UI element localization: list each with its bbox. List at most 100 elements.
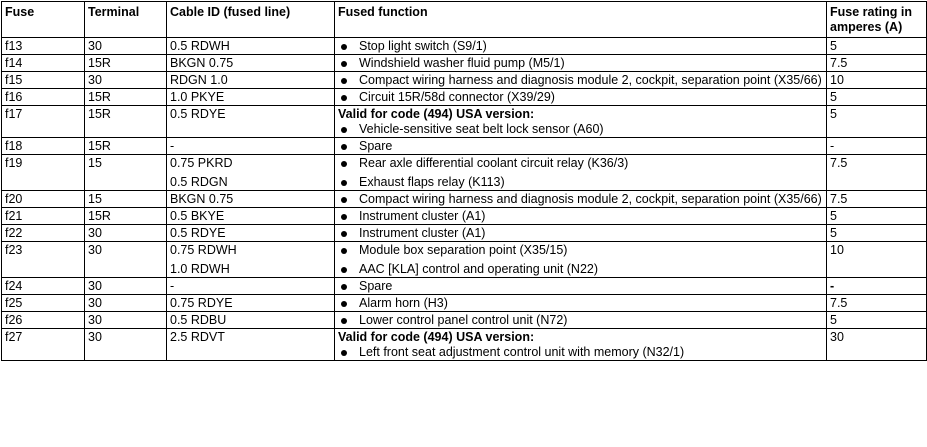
function-item: Rear axle differential coolant circuit r… [338, 156, 823, 171]
bullet-icon [341, 161, 347, 167]
fused-function-cell: Circuit 15R/58d connector (X39/29) [334, 88, 827, 106]
bullet-icon [341, 44, 347, 50]
cable-id-cell: - [166, 277, 335, 295]
terminal-cell: 30 [84, 311, 167, 329]
function-text: Circuit 15R/58d connector (X39/29) [359, 90, 555, 104]
cable-id: BKGN 0.75 [170, 192, 234, 206]
header-row: Fuse Terminal Cable ID (fused line) Fuse… [1, 1, 927, 38]
function-text: Exhaust flaps relay (K113) [359, 175, 505, 189]
cable-id-cell: - [166, 137, 335, 155]
bullet-icon [341, 350, 347, 356]
cable-id: RDGN 1.0 [170, 73, 228, 87]
cable-id: 0.5 RDBU [170, 313, 227, 327]
function-text: Left front seat adjustment control unit … [359, 345, 685, 359]
fused-function-cell: Valid for code (494) USA version:Vehicle… [334, 105, 827, 138]
bullet-icon [341, 127, 347, 133]
function-item: Left front seat adjustment control unit … [338, 345, 823, 360]
cable-id: 0.5 RDGN [170, 175, 228, 189]
terminal-cell: 15 [84, 154, 167, 191]
fuse-rating-cell: 5 [826, 207, 927, 225]
validity-note: Valid for code (494) USA version: [338, 330, 535, 344]
cable-id-cell: 0.5 RDYE [166, 224, 335, 242]
function-text: Lower control panel control unit (N72) [359, 313, 568, 327]
cable-id: 1.0 RDWH [170, 262, 230, 276]
bullet-icon [341, 318, 347, 324]
function-text: Compact wiring harness and diagnosis mod… [359, 73, 822, 87]
header-cable-id: Cable ID (fused line) [166, 1, 335, 38]
fuse-rating-cell: 7.5 [826, 154, 927, 191]
function-item: Exhaust flaps relay (K113) [338, 175, 823, 190]
bullet-icon [341, 197, 347, 203]
fuse-rating-cell: 5 [826, 88, 927, 106]
fuse-cell: f16 [1, 88, 85, 106]
cable-id: 0.5 RDYE [170, 107, 226, 121]
cable-id-cell: 0.5 RDBU [166, 311, 335, 329]
fused-function-cell: Valid for code (494) USA version:Left fr… [334, 328, 827, 361]
header-fuse-rating: Fuse rating in amperes (A) [826, 1, 927, 38]
cable-id: BKGN 0.75 [170, 56, 234, 70]
terminal-cell: 30 [84, 294, 167, 312]
function-item: Stop light switch (S9/1) [338, 39, 823, 54]
fused-function-cell: Instrument cluster (A1) [334, 207, 827, 225]
bullet-icon [341, 267, 347, 273]
bullet-icon [341, 301, 347, 307]
function-item: Windshield washer fluid pump (M5/1) [338, 56, 823, 71]
fuse-rating-cell: 5 [826, 311, 927, 329]
fused-function-cell: Compact wiring harness and diagnosis mod… [334, 190, 827, 208]
function-item: AAC [KLA] control and operating unit (N2… [338, 262, 823, 277]
fuse-cell: f20 [1, 190, 85, 208]
fuse-cell: f23 [1, 241, 85, 278]
fused-function-cell: Spare [334, 277, 827, 295]
function-item: Instrument cluster (A1) [338, 226, 823, 241]
cable-id: 0.75 RDWH [170, 243, 237, 257]
cable-id-cell: 0.5 RDYE [166, 105, 335, 138]
cable-id-cell: 0.75 RDYE [166, 294, 335, 312]
function-text: Windshield washer fluid pump (M5/1) [359, 56, 565, 70]
bullet-icon [341, 231, 347, 237]
bullet-icon [341, 180, 347, 186]
function-item: Alarm horn (H3) [338, 296, 823, 311]
cable-id: 0.5 RDYE [170, 226, 226, 240]
fuse-rating-cell: 7.5 [826, 294, 927, 312]
cable-id: 2.5 RDVT [170, 330, 225, 344]
function-item: Vehicle-sensitive seat belt lock sensor … [338, 122, 823, 137]
fuse-rating-cell: 10 [826, 71, 927, 89]
function-text: AAC [KLA] control and operating unit (N2… [359, 262, 599, 276]
function-item: Spare [338, 279, 823, 294]
cable-id: 0.5 RDWH [170, 39, 230, 53]
terminal-cell: 15R [84, 54, 167, 72]
function-item: Lower control panel control unit (N72) [338, 313, 823, 328]
fuse-cell: f18 [1, 137, 85, 155]
function-item: Module box separation point (X35/15) [338, 243, 823, 258]
terminal-cell: 30 [84, 241, 167, 278]
header-fused-function: Fused function [334, 1, 827, 38]
fuse-cell: f17 [1, 105, 85, 138]
fuse-rating-cell: - [826, 277, 927, 295]
function-text: Instrument cluster (A1) [359, 209, 486, 223]
fuse-table: Fuse Terminal Cable ID (fused line) Fuse… [1, 1, 927, 361]
function-text: Spare [359, 139, 393, 153]
bullet-icon [341, 214, 347, 220]
fused-function-cell: Rear axle differential coolant circuit r… [334, 154, 827, 191]
cable-id: 1.0 PKYE [170, 90, 225, 104]
fuse-cell: f25 [1, 294, 85, 312]
cable-id-cell: BKGN 0.75 [166, 190, 335, 208]
fuse-rating-cell: 7.5 [826, 190, 927, 208]
fuse-cell: f22 [1, 224, 85, 242]
terminal-cell: 30 [84, 224, 167, 242]
bullet-icon [341, 248, 347, 254]
fuse-cell: f24 [1, 277, 85, 295]
function-text: Alarm horn (H3) [359, 296, 448, 310]
function-item: Spare [338, 139, 823, 154]
header-fuse: Fuse [1, 1, 85, 38]
